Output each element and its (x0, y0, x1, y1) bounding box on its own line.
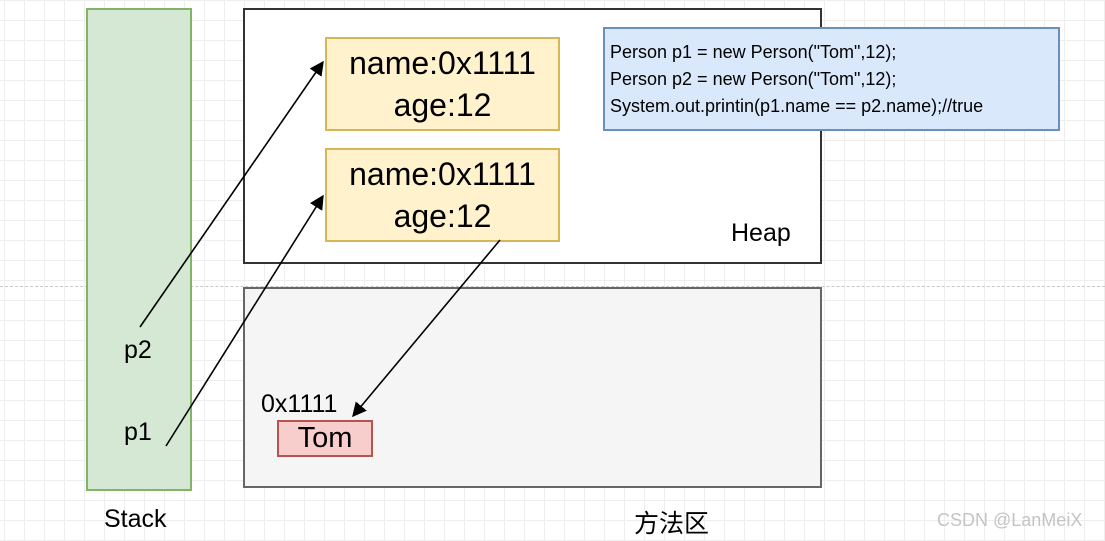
code-line: Person p2 = new Person("Tom",12); (610, 69, 897, 89)
arrow-p2-to-object (139, 60, 324, 328)
code-line: Person p1 = new Person("Tom",12); (610, 42, 897, 62)
stack-region (86, 8, 192, 491)
string-constant-box: Tom (277, 420, 373, 457)
heap-object-p1: name:0x1111 age:12 (325, 148, 560, 242)
page-divider-line (0, 286, 1105, 287)
code-line: System.out.printin(p1.name == p2.name);/… (610, 96, 984, 116)
watermark: CSDN @LanMeiX (937, 510, 1083, 530)
object-age-field: age:12 (393, 198, 492, 234)
stack-label: Stack (104, 505, 167, 533)
string-address-label: 0x1111 (261, 390, 338, 418)
object-name-field: name:0x1111 (349, 156, 536, 192)
code-snippet: Person p1 = new Person("Tom",12); Person… (603, 27, 1060, 131)
arrow-name-to-string (352, 239, 501, 418)
heap-label: Heap (731, 219, 791, 247)
object-name-field: name:0x1111 (349, 45, 536, 81)
method-area-label: 方法区 (634, 509, 710, 538)
heap-object-p2: name:0x1111 age:12 (325, 37, 560, 131)
stack-var-p1: p1 (124, 418, 152, 446)
object-age-field: age:12 (393, 87, 492, 123)
stack-var-p2: p2 (124, 336, 152, 364)
arrow-p1-to-object (165, 194, 324, 447)
